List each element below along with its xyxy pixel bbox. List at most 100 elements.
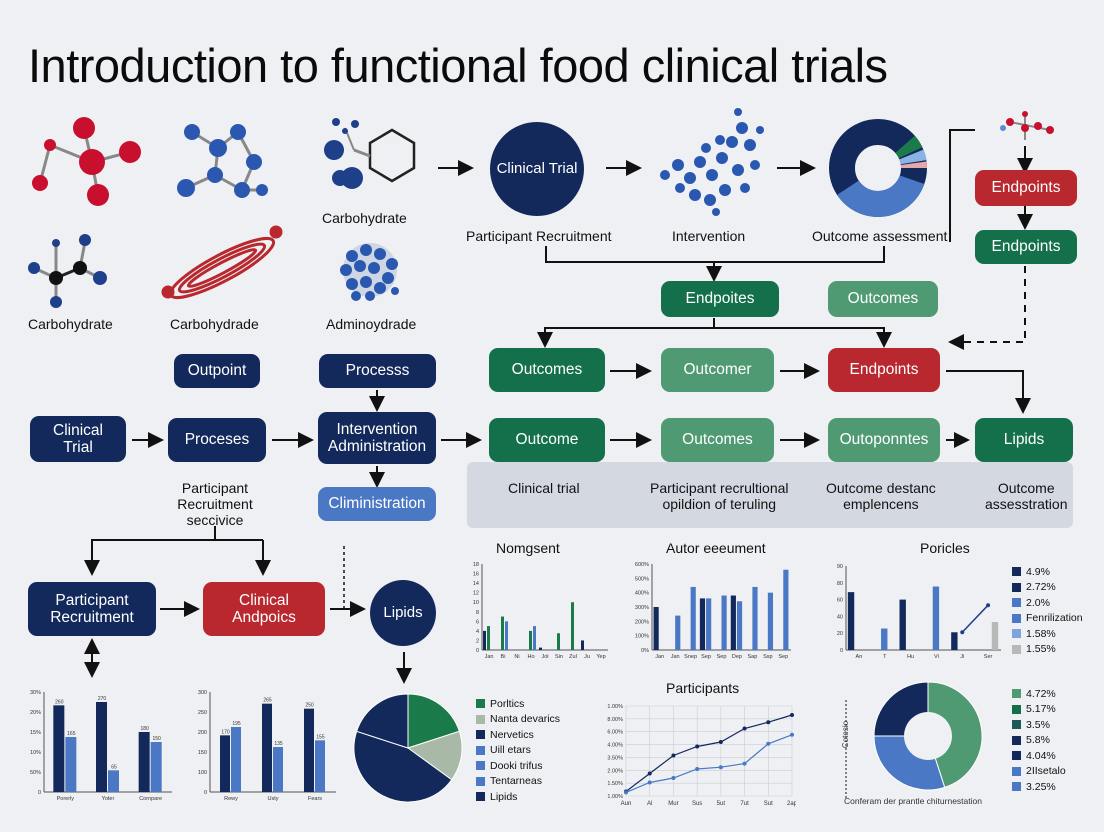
- bar-value-label: 195: [232, 721, 241, 727]
- y-tick-label: 80: [837, 581, 843, 587]
- x-tick-label: Bi: [501, 654, 506, 660]
- y-tick-label: 15%: [30, 730, 41, 736]
- y-tick-label: 4.00%: [607, 743, 623, 749]
- legend-swatch: [476, 792, 485, 802]
- legend-swatch: [1012, 766, 1021, 776]
- y-tick-label: 50%: [30, 770, 41, 776]
- bar: [899, 599, 906, 650]
- y-tick-label: 30%: [30, 690, 41, 696]
- outcome-box: Outcome: [489, 418, 605, 462]
- y-tick-label: 300: [198, 690, 207, 696]
- bottom-band: [467, 462, 1073, 528]
- bar-value-label: 135: [274, 741, 283, 747]
- y-tick-label: 1.00%: [607, 794, 623, 800]
- x-tick-label: T: [883, 654, 887, 660]
- x-tick-label: Sep: [701, 654, 711, 660]
- participant-recruitment-label: Participant Recruitment: [466, 228, 612, 244]
- bar: [951, 632, 958, 650]
- bar: [581, 640, 584, 650]
- bar: [767, 592, 774, 650]
- y-tick-label: 10%: [30, 750, 41, 756]
- x-tick-label: Sep: [717, 654, 727, 660]
- bar: [736, 601, 743, 650]
- series-point: [624, 790, 628, 795]
- bar: [273, 747, 283, 792]
- legend-swatch: [476, 730, 485, 740]
- y-tick-label: 2.00%: [607, 768, 623, 774]
- chart-title: Nomgsent: [496, 540, 560, 556]
- bar-value-label: 170: [221, 729, 230, 735]
- molecule-red-icon: [32, 117, 141, 206]
- legend-swatch: [476, 761, 485, 771]
- pie-slice: [406, 730, 463, 781]
- bar: [571, 602, 574, 650]
- bar: [730, 595, 736, 650]
- x-tick-label: 2ap: [787, 801, 796, 807]
- x-tick-label: Yoter: [102, 796, 115, 802]
- outpoint-box: Outpoint: [174, 354, 260, 388]
- series-point: [695, 744, 700, 749]
- bar: [505, 621, 508, 650]
- molecule-label: Carbohydrate: [28, 316, 113, 332]
- x-tick-label: Aun: [621, 801, 632, 807]
- series-line: [625, 714, 793, 792]
- legend-swatch: [476, 776, 485, 786]
- x-tick-label: Fears: [308, 796, 322, 802]
- bar-value-label: 65: [111, 764, 117, 770]
- legend-swatch: [1012, 720, 1021, 730]
- molecule-label: Adminoydrade: [326, 316, 417, 332]
- x-tick-label: Sus: [692, 801, 702, 807]
- bar: [108, 770, 119, 792]
- y-tick-label: 300%: [635, 605, 649, 611]
- pie-slice: [927, 681, 983, 788]
- outcomes-box: Outcomes: [489, 348, 605, 392]
- bar: [932, 586, 940, 650]
- pie-slice: [407, 693, 460, 749]
- legend-label: 2.72%: [1026, 581, 1056, 593]
- legend-item: 2.72%: [1012, 580, 1083, 596]
- x-tick-label: Ssp: [763, 654, 772, 660]
- legend-label: Lipids: [490, 790, 518, 803]
- legend-label: 4.72%: [1026, 687, 1056, 700]
- endpoites-box: Endpoites: [661, 281, 779, 317]
- y-tick-label: 0: [204, 790, 207, 796]
- legend-swatch: [1012, 644, 1021, 654]
- y-tick-label: 10: [473, 600, 479, 606]
- donut-y-label: Cotesio: [841, 720, 851, 749]
- legend-item: Uill etars: [476, 743, 560, 759]
- series-point: [671, 753, 676, 758]
- series-line: [625, 734, 793, 793]
- bar: [699, 598, 706, 650]
- y-tick-label: 14: [473, 581, 479, 587]
- bar: [690, 586, 696, 650]
- y-tick-label: 250: [198, 710, 207, 716]
- y-tick-label: 4: [476, 629, 479, 635]
- y-tick-label: 1.50%: [607, 781, 623, 787]
- lipids-circle: Lipids: [370, 580, 436, 646]
- cliministration-box: Cliministration: [318, 487, 436, 521]
- coil-icon: [161, 225, 283, 300]
- series-point: [647, 780, 652, 785]
- y-tick-label: 6: [476, 619, 479, 625]
- series-point: [647, 771, 652, 776]
- y-tick-label: 18: [473, 562, 479, 568]
- benzene-icon: [324, 118, 416, 189]
- x-tick-label: Al: [647, 801, 652, 807]
- y-tick-label: 20: [837, 631, 843, 637]
- legend-swatch: [1012, 751, 1021, 761]
- x-tick-label: Ho: [527, 654, 534, 660]
- legend-label: 2.0%: [1026, 596, 1050, 609]
- x-tick-label: Jan: [655, 654, 664, 660]
- intervention-label: Intervention: [672, 228, 746, 244]
- series-point: [790, 713, 794, 717]
- legend-swatch: [1012, 629, 1021, 639]
- legend-swatch: [1012, 567, 1021, 577]
- small-red-molecule-icon: [1000, 111, 1054, 140]
- legend-item: 1.55%: [1012, 642, 1083, 658]
- y-tick-label: 600%: [635, 562, 649, 568]
- legend-swatch: [1012, 782, 1021, 792]
